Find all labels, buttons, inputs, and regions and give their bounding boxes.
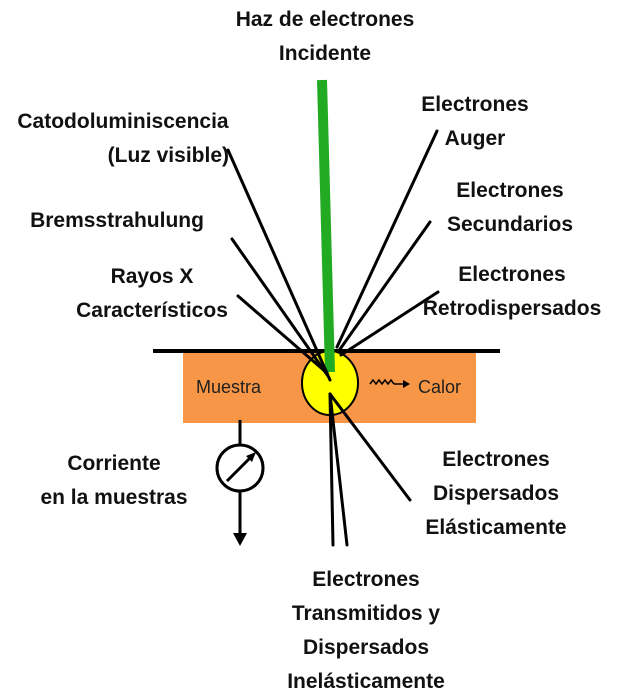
beam-label-line2: Incidente [278, 42, 372, 65]
elastic-label-line3: Elásticamente [425, 516, 567, 539]
elastic-label-line2: Dispersados [432, 482, 560, 505]
secondary-label-line1: Electrones [456, 179, 564, 202]
secondary-line [336, 220, 432, 354]
current-arrow-head [233, 533, 247, 546]
beam-label-line1: Haz de electrones [235, 8, 415, 31]
transmitted-label-line2: Transmitidos y [291, 602, 441, 625]
cathodo-label: Catodoluminiscencia (Luz visible) [3, 105, 243, 173]
xray-line [236, 294, 329, 375]
brems-line [230, 237, 330, 378]
current-label-line1: Corriente [67, 452, 161, 475]
cathodo-label-line2: (Luz visible) [107, 144, 229, 167]
backscattered-line [339, 290, 440, 357]
auger-line [335, 129, 439, 349]
backscattered-label: Electrones Retrodispersados [404, 258, 620, 326]
elastic-label: Electrones Dispersados Elásticamente [406, 443, 586, 545]
transmitted-label-line3: Dispersados [302, 636, 430, 659]
backscattered-label-line2: Retrodispersados [422, 297, 602, 320]
current-label-line2: en la muestras [40, 486, 188, 509]
brems-label-line1: Bremsstrahulung [30, 209, 204, 232]
sample-label: Muestra [196, 377, 262, 397]
transmitted-label-line1: Electrones [312, 568, 420, 591]
xray-label-line1: Rayos X [110, 265, 194, 288]
secondary-label: Electrones Secundarios [428, 174, 592, 242]
current-label: Corriente en la muestras [14, 447, 214, 515]
heat-label: Calor [418, 377, 462, 397]
wavy-arrow-icon [369, 378, 410, 388]
xray-label-line2: Característicos [76, 299, 228, 322]
brems-label: Bremsstrahulung [8, 204, 226, 238]
transmitted-line-2 [328, 392, 349, 547]
auger-label-line1: Electrones [421, 93, 529, 116]
beam-label: Haz de electrones Incidente [205, 3, 445, 71]
cathodo-label-line1: Catodoluminiscencia [17, 110, 229, 133]
transmitted-label: Electrones Transmitidos y Dispersados In… [250, 563, 482, 699]
transmitted-label-line4: Inelásticamente [287, 670, 445, 693]
auger-label-line2: Auger [444, 127, 506, 150]
cathodo-line [226, 148, 332, 382]
elastic-line [328, 392, 412, 502]
auger-label: Electrones Auger [400, 88, 550, 156]
xray-label: Rayos X Característicos [60, 260, 244, 328]
secondary-label-line2: Secundarios [446, 213, 574, 236]
incident-beam [317, 79, 335, 373]
elastic-label-line1: Electrones [442, 448, 550, 471]
transmitted-line-1 [328, 392, 335, 547]
ammeter-icon [215, 443, 265, 493]
backscattered-label-line1: Electrones [458, 263, 566, 286]
